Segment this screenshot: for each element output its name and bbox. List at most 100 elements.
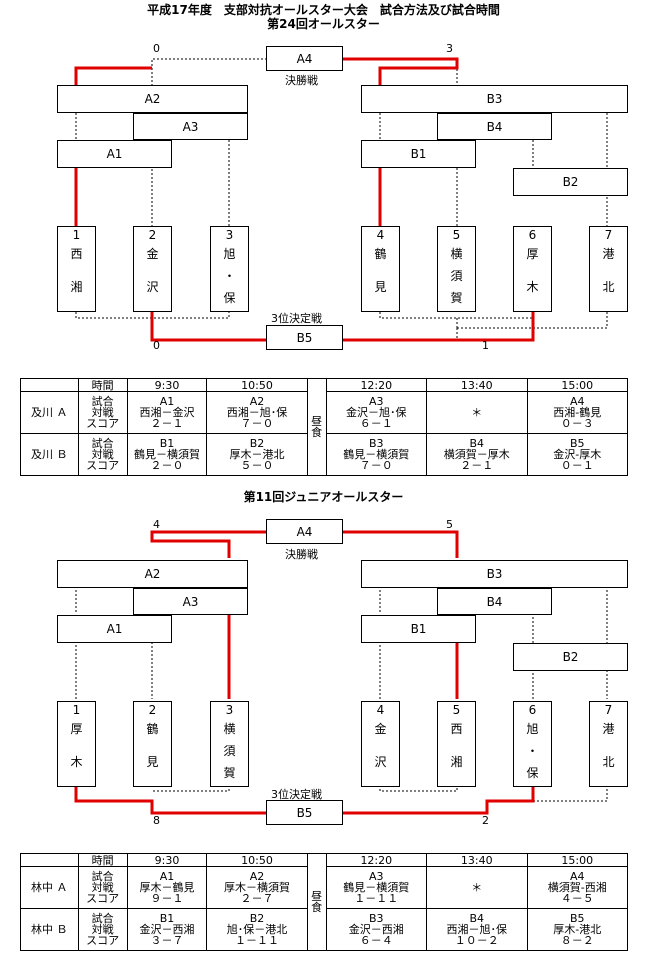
bracket1-lines	[74, 57, 608, 342]
match-b3: B3	[361, 85, 628, 113]
team-name-char: ・	[223, 269, 236, 283]
team-number: 3	[225, 703, 234, 717]
team-name-char: 港	[602, 247, 615, 261]
time-slot: 10:50	[206, 853, 308, 867]
venue-cell: 及川 Ｂ	[20, 433, 79, 476]
third-place-label: 3位決定戦	[271, 312, 322, 325]
match-b2: B2	[513, 643, 628, 671]
row-head-cell: 試合対戦スコア	[77, 908, 128, 951]
team-card-2: 2 金沢	[133, 226, 172, 312]
match-a2: A2	[57, 85, 248, 113]
team-name-char: 湘	[70, 280, 83, 294]
venue-cell: 及川 Ａ	[20, 391, 79, 434]
third-left-score: 8	[153, 814, 160, 827]
final-label: 決勝戦	[285, 74, 318, 87]
third-right-score: 2	[482, 814, 489, 827]
team-card-4: 4 鶴見	[361, 226, 400, 312]
team-name-char: 横	[450, 247, 463, 261]
team-number: 2	[148, 228, 157, 242]
final-left-score: 4	[153, 518, 160, 531]
team-name-char: 北	[602, 755, 615, 769]
venue-cell: 林中 Ａ	[20, 866, 79, 909]
team-name-char: 金	[146, 247, 159, 261]
team-number: 3	[225, 228, 234, 242]
team-card-6: 6 旭・保	[513, 701, 552, 787]
team-name-char: ・	[526, 744, 539, 758]
third-right-score: 1	[482, 339, 489, 352]
match-b1: B1	[361, 140, 476, 168]
time-slot: 15:00	[526, 378, 628, 392]
third-left-score: 0	[153, 339, 160, 352]
team-name-char: 旭	[223, 247, 236, 261]
team-name-char: 沢	[374, 755, 387, 769]
corner-cell	[20, 853, 79, 867]
team-name-char: 金	[374, 722, 387, 736]
third-place-label: 3位決定戦	[271, 788, 322, 801]
team-card-7: 7 港北	[589, 226, 628, 312]
row-head-cell: 試合対戦スコア	[77, 433, 128, 476]
team-name-char: 須	[450, 269, 463, 283]
third-match-b5: B5	[266, 800, 343, 825]
team-name-char: 沢	[146, 280, 159, 294]
team-card-2: 2 鶴見	[133, 701, 172, 787]
lunch-cell: 昼食	[306, 853, 327, 951]
team-number: 6	[528, 228, 537, 242]
team-number: 5	[452, 228, 461, 242]
team-number: 2	[148, 703, 157, 717]
final-right-score: 3	[446, 42, 453, 55]
team-name-char: 見	[374, 280, 387, 294]
team-name-char: 西	[70, 247, 83, 261]
team-name-char: 鶴	[146, 722, 159, 736]
team-number: 5	[452, 703, 461, 717]
row-head-cell: 試合対戦スコア	[77, 391, 128, 434]
schedule-table-1: 時間 9:30 10:50 昼食 12:20 13:40 15:00 及川 Ａ …	[20, 378, 628, 476]
section1-subtitle: 第24回オールスター	[267, 17, 380, 31]
schedule-table-2: 時間 9:30 10:50 昼食 12:20 13:40 15:00 林中 Ａ …	[20, 853, 628, 951]
final-match-a4: A4	[266, 519, 343, 544]
team-number: 1	[72, 228, 81, 242]
final-left-score: 0	[153, 42, 160, 55]
team-name-char: 西	[450, 722, 463, 736]
team-name-char: 見	[146, 755, 159, 769]
corner-cell	[20, 378, 79, 392]
match-a3: A3	[133, 113, 248, 140]
section2-subtitle: 第11回ジュニアオールスター	[243, 490, 404, 504]
team-card-7: 7 港北	[589, 701, 628, 787]
team-name-char: 賀	[450, 291, 463, 305]
match-cell: ＊	[426, 866, 528, 909]
team-name-char: 港	[602, 722, 615, 736]
match-b4: B4	[437, 588, 552, 615]
team-number: 7	[604, 228, 613, 242]
time-slot: 12:20	[325, 853, 428, 867]
team-name-char: 木	[526, 280, 539, 294]
time-slot: 12:20	[325, 378, 428, 392]
match-a3: A3	[133, 588, 248, 615]
team-card-3: 3 旭・保	[210, 226, 249, 312]
main-title: 平成17年度 支部対抗オールスター大会 試合方法及び試合時間	[147, 3, 500, 17]
team-card-5: 5 横須賀	[437, 226, 476, 312]
team-card-5: 5 西湘	[437, 701, 476, 787]
match-cell: ＊	[426, 391, 528, 434]
team-name-char: 保	[526, 766, 539, 780]
match-a1: A1	[57, 615, 172, 643]
match-b4: B4	[437, 113, 552, 140]
team-name-char: 北	[602, 280, 615, 294]
team-name-char: 旭	[526, 722, 539, 736]
team-name-char: 木	[70, 755, 83, 769]
team-number: 7	[604, 703, 613, 717]
